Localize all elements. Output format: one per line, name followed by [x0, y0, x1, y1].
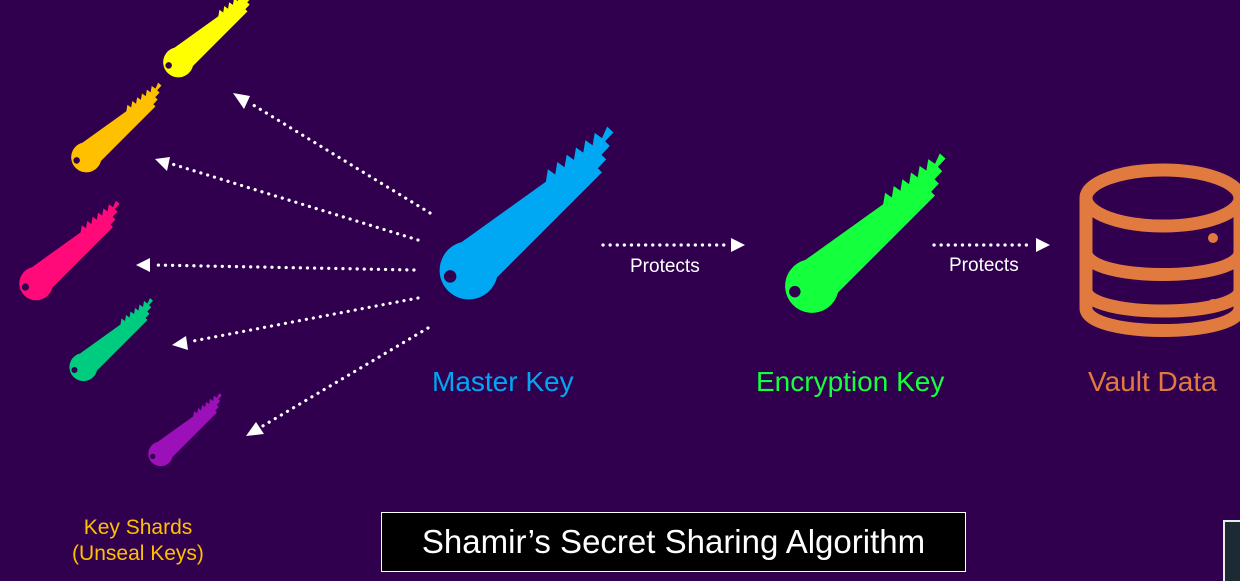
encryption-to-vault-arrow: [932, 238, 1050, 252]
shard-key-icon: [148, 393, 222, 467]
encryption-key-icon: [785, 153, 946, 313]
encryption-key-label: Encryption Key: [756, 366, 945, 397]
key-shards-label-line1: Key Shards: [83, 516, 193, 539]
master-to-encryption-arrow: [601, 238, 745, 252]
shard-arrow: [151, 263, 416, 272]
shard-key-icon: [69, 298, 153, 382]
arrowhead: [172, 336, 188, 350]
shard-arrow: [186, 296, 420, 344]
shard-arrow: [259, 326, 430, 429]
shard-arrows: [151, 101, 432, 429]
protects-label-2: Protects: [949, 255, 1019, 276]
algorithm-caption: Shamir’s Secret Sharing Algorithm: [381, 512, 966, 572]
key-shards-label: Key Shards (Unseal Keys): [38, 515, 238, 567]
arrowhead: [155, 157, 170, 171]
key-shards-label-line2: (Unseal Keys): [72, 542, 204, 565]
shard-key-icon: [163, 0, 254, 78]
protects-label-1: Protects: [630, 256, 700, 277]
vault-data-label: Vault Data: [1088, 366, 1217, 397]
master-key-label: Master Key: [432, 366, 574, 397]
shard-key-icon: [19, 200, 120, 301]
shard-key-icon: [71, 82, 162, 173]
shard-arrow: [248, 101, 432, 215]
shard-keys: [19, 0, 254, 467]
arrowhead: [233, 93, 250, 109]
arrowhead: [246, 422, 264, 436]
shard-arrow: [170, 162, 420, 242]
master-key-icon: [439, 126, 614, 300]
arrowhead: [136, 258, 150, 272]
database-icon: [1079, 163, 1240, 337]
corner-thumbnail: [1223, 520, 1240, 581]
shard-arrowheads: [136, 93, 264, 436]
